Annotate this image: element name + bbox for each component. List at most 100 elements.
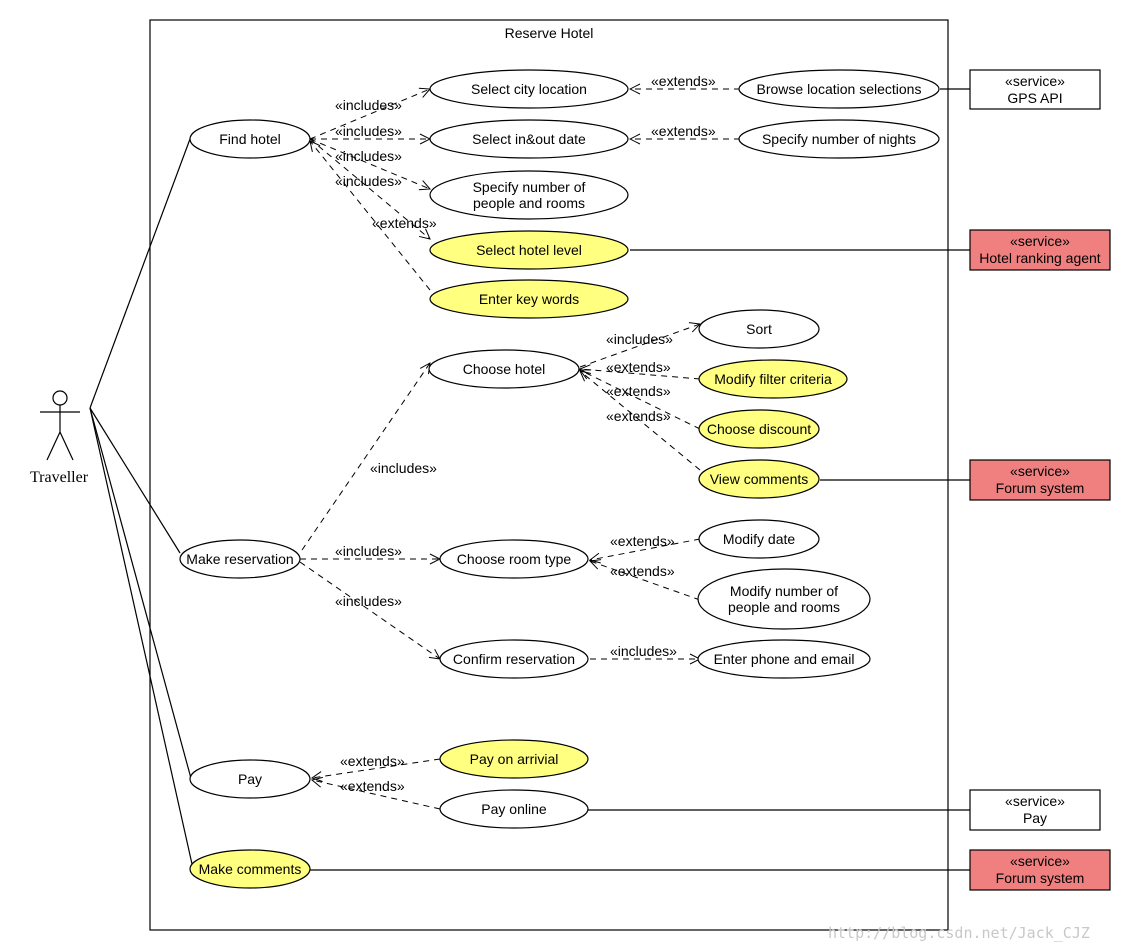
usecase-phone: Enter phone and email [697, 639, 871, 679]
usecase-filter: Modify filter criteria [698, 359, 848, 399]
label-extends-moddate: «extends» [610, 533, 675, 549]
assoc-find-hotel [89, 138, 191, 409]
usecase-label: Select city location [471, 81, 587, 97]
usecase-label: Modify number of [730, 583, 838, 599]
usecase-label: Specify number of [473, 179, 586, 195]
usecase-comments-view: View comments [698, 459, 820, 499]
usecase-ellipse [439, 639, 589, 679]
relation-moddate-to-room [590, 538, 701, 560]
usecase-ellipse [429, 69, 629, 109]
label-extends-browse: «extends» [651, 73, 716, 89]
actor-left-leg [46, 431, 61, 461]
usecase-moddate: Modify date [698, 519, 820, 559]
usecase-arrival: Pay on arrivial [439, 739, 589, 779]
usecase-ellipse [738, 119, 940, 159]
service-name: Hotel ranking agent [979, 250, 1101, 266]
usecase-label: people and rooms [728, 599, 840, 615]
usecase-ellipse [439, 539, 589, 579]
service-box [969, 789, 1101, 831]
usecase-ellipse [439, 739, 589, 779]
usecase-reserve: Make reservation [179, 539, 301, 579]
assoc-make-reservation [89, 407, 181, 554]
label-extends-filter: «extends» [606, 359, 671, 375]
relation-labels: «includes» «includes» «includes» «includ… [335, 73, 716, 794]
usecase-find: Find hotel [189, 119, 311, 159]
actor-name: Traveller [30, 469, 89, 486]
usecase-label: Modify filter criteria [714, 371, 832, 387]
usecase-label: Enter key words [479, 291, 579, 307]
actor-head [52, 390, 68, 406]
usecase-online: Pay online [439, 789, 589, 829]
label-includes-confirm: «includes» [335, 593, 402, 609]
usecase-ellipse [429, 279, 629, 319]
service-ranking: «service»Hotel ranking agent [969, 229, 1111, 271]
usecase-label: Browse location selections [757, 81, 922, 97]
usecase-choose: Choose hotel [428, 349, 580, 389]
label-includes-city: «includes» [335, 97, 402, 113]
usecase-ellipse [189, 759, 311, 799]
usecase-sort: Sort [698, 309, 820, 349]
usecase-label: Pay [238, 771, 262, 787]
assoc-make-comments [89, 407, 193, 865]
assoc-pay [89, 407, 193, 783]
relation-comments-view-to-choose [580, 371, 701, 471]
usecase-label: View comments [710, 471, 809, 487]
label-includes-people: «includes» [335, 148, 402, 164]
label-includes-choose-hotel: «includes» [370, 460, 437, 476]
usecase-ellipse [697, 568, 871, 630]
services: «service»GPS API«service»Hotel ranking a… [969, 69, 1111, 891]
usecase-pay: Pay [189, 759, 311, 799]
label-extends-discount: «extends» [606, 383, 671, 399]
usecase-ellipse [698, 519, 820, 559]
usecase-label: Specify number of nights [762, 131, 916, 147]
label-extends-online: «extends» [340, 778, 405, 794]
service-associations [308, 88, 970, 871]
label-includes-phone: «includes» [610, 643, 677, 659]
dependency-relations [299, 89, 740, 810]
usecase-ellipse [189, 119, 311, 159]
usecase-nights: Specify number of nights [738, 119, 940, 159]
usecase-date: Select in&out date [429, 119, 629, 159]
usecase-makecomments: Make comments [189, 849, 311, 889]
relation-keywords-to-find [310, 141, 431, 291]
usecase-ellipse [698, 459, 820, 499]
relation-find-to-level [309, 138, 430, 239]
label-extends-keywords: «extends» [372, 215, 437, 231]
service-box [969, 459, 1111, 501]
usecase-room: Choose room type [439, 539, 589, 579]
usecase-label: Choose hotel [463, 361, 546, 377]
usecase-label: Sort [746, 321, 772, 337]
actor-associations [89, 138, 193, 865]
usecase-ellipse [738, 69, 940, 109]
label-extends-view-comments: «extends» [606, 408, 671, 424]
service-stereotype: «service» [1005, 793, 1065, 809]
system-title: Reserve Hotel [505, 25, 594, 41]
service-stereotype: «service» [1005, 73, 1065, 89]
label-extends-nights: «extends» [651, 123, 716, 139]
usecase-city: Select city location [429, 69, 629, 109]
label-includes-date: «includes» [335, 123, 402, 139]
usecase-label: Make comments [199, 861, 302, 877]
actor-right-leg [59, 431, 74, 461]
usecase-label: Choose room type [457, 551, 572, 567]
usecase-label: Select hotel level [476, 242, 582, 258]
relation-discount-to-choose [580, 370, 701, 430]
usecase-browse: Browse location selections [738, 69, 940, 109]
label-includes-room: «includes» [335, 543, 402, 559]
service-stereotype: «service» [1010, 853, 1070, 869]
usecase-ellipse [428, 349, 580, 389]
usecase-label: Choose discount [707, 421, 811, 437]
usecase-label: Make reservation [186, 551, 293, 567]
usecase-label: Modify date [723, 531, 796, 547]
usecase-ellipse [698, 409, 820, 449]
service-name: Forum system [996, 870, 1085, 886]
usecase-ellipse [429, 119, 629, 159]
usecase-ellipse [429, 230, 629, 270]
usecase-label: Enter phone and email [714, 651, 855, 667]
usecase-ellipse [439, 789, 589, 829]
usecase-level: Select hotel level [429, 230, 629, 270]
service-name: Forum system [996, 480, 1085, 496]
service-name: Pay [1023, 810, 1047, 826]
